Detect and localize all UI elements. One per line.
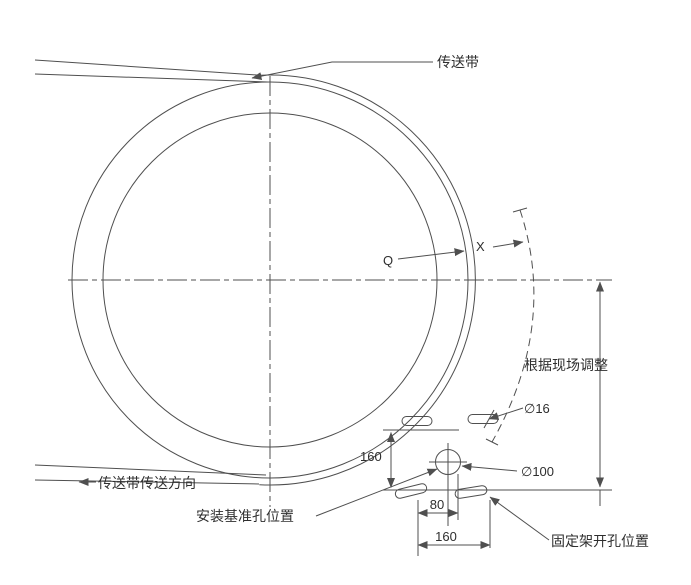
slot-tick xyxy=(483,409,495,429)
belt-direction-label: 传送带传送方向 xyxy=(98,475,196,491)
pitch-label: 160 xyxy=(435,529,457,544)
center-mark-label: Q xyxy=(383,253,393,268)
mounting-slot-upper-left xyxy=(401,416,433,426)
belt-label: 传送带 xyxy=(437,54,479,70)
mounting-slot-lower-left xyxy=(394,483,428,499)
bracket-holes-label: 固定架开孔位置 xyxy=(551,533,649,549)
arc-tick-bottom xyxy=(485,438,499,446)
datum-dia-label: ∅100 xyxy=(521,464,554,479)
belt-top-line-inner xyxy=(34,73,269,83)
mounting-slot-upper-right xyxy=(467,414,499,424)
datum-label-leader xyxy=(315,468,438,517)
gap-leader-line xyxy=(397,248,465,260)
arc-tick-top xyxy=(512,207,528,213)
gap-arrow xyxy=(492,239,524,248)
belt-top-line-outer xyxy=(34,59,258,76)
site-adjust-label: 根据现场调整 xyxy=(524,357,608,373)
belt-label-leader xyxy=(251,61,433,81)
row-spacing-label: 160 xyxy=(360,449,382,464)
mounting-slot-lower-right xyxy=(454,485,488,499)
datum-dia-leader xyxy=(461,462,518,472)
hole-dia-label: ∅16 xyxy=(524,401,550,416)
belt-bottom-line-outer xyxy=(34,479,260,485)
gap-label: X xyxy=(476,239,485,254)
belt-bottom-line-inner xyxy=(34,464,267,476)
half-pitch-label: 80 xyxy=(430,497,444,512)
hole-dia-leader xyxy=(488,407,524,420)
datum-hole-label: 安装基准孔位置 xyxy=(196,508,294,524)
bracket-label-leader xyxy=(489,496,550,541)
